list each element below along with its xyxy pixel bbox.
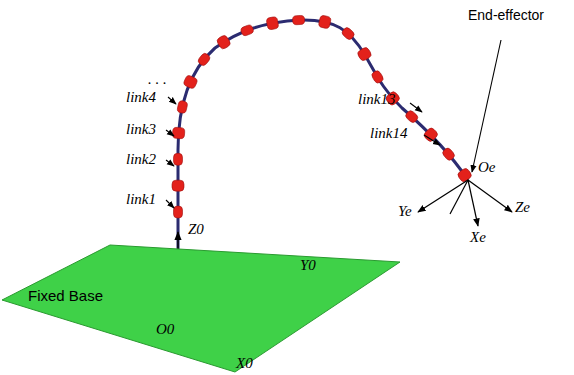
joint-module <box>240 24 254 37</box>
link-label: link2 <box>126 152 156 167</box>
leader-arrow <box>410 103 422 112</box>
axis-label: Xe <box>470 230 486 245</box>
leader-arrow <box>166 200 174 208</box>
link-label: link14 <box>370 126 408 141</box>
leader-arrow <box>424 135 440 145</box>
joint-module <box>266 16 279 30</box>
joint-module <box>174 206 183 218</box>
joint-module <box>318 15 331 29</box>
joint-module <box>172 180 184 191</box>
axis-label: Ze <box>515 200 530 215</box>
leader-arrow <box>166 130 174 136</box>
frame-line <box>450 180 468 214</box>
callout-label: End-effector <box>468 8 544 22</box>
joint-module <box>356 46 372 62</box>
joint-module <box>174 153 183 165</box>
ye-axis <box>418 180 468 212</box>
link-label: link4 <box>126 90 156 105</box>
link-label: link1 <box>126 192 156 207</box>
frame-origin: O0 <box>156 322 174 337</box>
leader-arrow <box>472 40 501 172</box>
axis-label: Ye <box>398 204 412 219</box>
joint-module <box>216 34 232 50</box>
joint-module <box>183 74 198 89</box>
base-plane: Fixed Base <box>0 240 410 375</box>
joint-module <box>423 127 439 143</box>
leader-arrow <box>168 97 176 104</box>
link-label: link13 <box>358 92 396 107</box>
leader-arrow <box>166 160 174 166</box>
base-label: Fixed Base <box>28 288 103 303</box>
axis-label: Y0 <box>300 258 316 273</box>
joint-module <box>172 127 185 139</box>
ze-axis <box>468 180 512 212</box>
axis-label: Z0 <box>188 222 204 237</box>
plane-shape <box>0 240 410 375</box>
joint-module <box>404 109 419 124</box>
joint-module <box>177 100 188 114</box>
joint-module <box>292 15 305 25</box>
joint-module <box>341 26 356 41</box>
joint-module <box>371 69 385 84</box>
axis-label: X0 <box>236 356 253 371</box>
joint-module <box>197 52 212 67</box>
frame-origin: Oe <box>478 160 496 175</box>
joint-module <box>457 167 473 183</box>
joint-module <box>441 147 456 162</box>
link-label: link3 <box>126 122 156 137</box>
ellipsis: . . . <box>148 72 167 87</box>
